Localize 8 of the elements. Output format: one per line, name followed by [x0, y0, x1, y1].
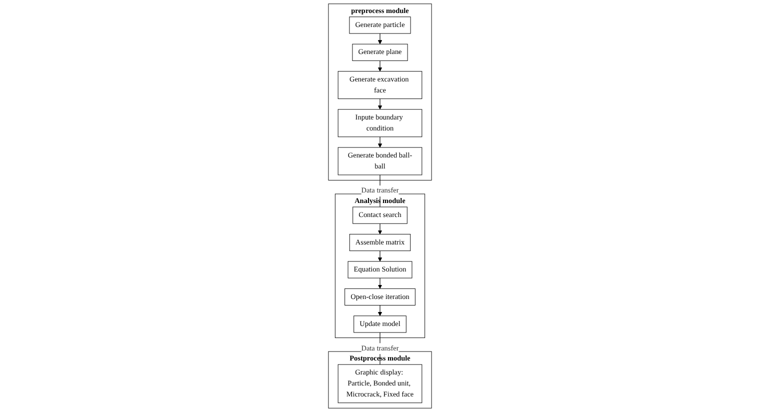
arrow [378, 250, 382, 262]
arrow [378, 60, 382, 72]
arrow [378, 98, 382, 110]
arrow [378, 33, 382, 44]
arrow [378, 136, 382, 148]
arrow [378, 278, 382, 289]
arrow [378, 223, 382, 234]
arrow [378, 304, 382, 316]
